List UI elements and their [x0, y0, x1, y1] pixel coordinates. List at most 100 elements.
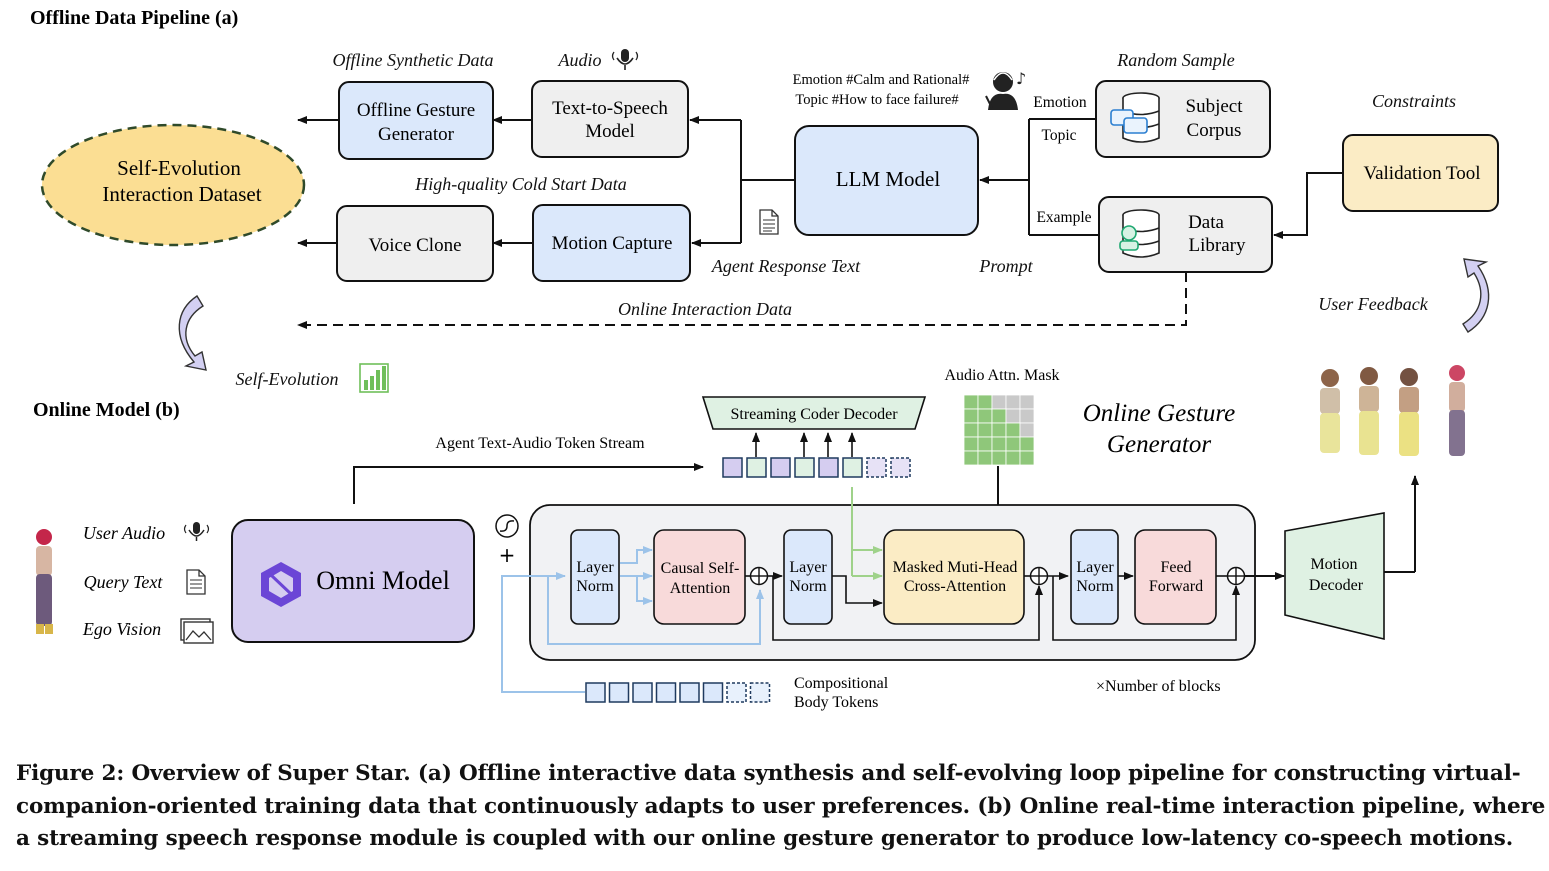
omni-logo-icon: [261, 562, 301, 607]
query-text-label: Query Text: [84, 572, 164, 592]
layer-norm-2-line1: Layer: [789, 559, 827, 576]
caption-line-2: companion-oriented training data that co…: [16, 793, 1546, 819]
agent-response-text-label: Agent Response Text: [711, 256, 861, 276]
validation-tool-box: Validation Tool: [1342, 134, 1499, 212]
mask-cell: [977, 436, 993, 452]
figure-caption: Figure 2: Overview of Super Star. (a) Of…: [16, 758, 1546, 856]
omni-model-text: Omni Model: [316, 566, 450, 595]
example-label: Example: [1036, 209, 1091, 226]
motion-capture-box: Motion Capture: [532, 204, 691, 282]
masked-cross-attention-line2: Cross-Attention: [904, 578, 1006, 595]
database-chat-icon: [1110, 92, 1160, 143]
llm-model-text: LLM Model: [836, 167, 941, 191]
stream-token: [722, 457, 743, 478]
mask-cell: [963, 450, 979, 466]
offline-synthetic-data-label: Offline Synthetic Data: [333, 50, 494, 70]
mask-cell: [1019, 422, 1035, 438]
data-library-line2: Library: [1189, 235, 1246, 256]
llm-model-box: LLM Model: [794, 125, 979, 236]
svg-text:+: +: [499, 543, 516, 567]
mask-cell: [963, 436, 979, 452]
mask-cell: [991, 450, 1007, 466]
arrow-validation-to-library: [1273, 172, 1343, 239]
compositional-body-tokens: [585, 682, 771, 703]
mask-cell: [1005, 408, 1021, 424]
mask-cell: [991, 394, 1007, 410]
mask-cell: [963, 394, 979, 410]
motion-capture-text: Motion Capture: [552, 233, 673, 254]
mask-cell: [977, 394, 993, 410]
data-library-line1: Data: [1188, 212, 1224, 233]
audio-attn-mask-grid: [963, 394, 1035, 466]
layer-norm-3-line1: Layer: [1076, 559, 1114, 576]
subject-corpus-line2: Corpus: [1187, 120, 1242, 141]
masked-cross-attention-line1: Masked Muti-Head: [893, 559, 1018, 576]
user-avatar-image: [36, 529, 53, 634]
prompt-label: Prompt: [978, 256, 1033, 276]
audio-label: Audio: [558, 50, 602, 70]
interaction-dataset-ellipse: Self-Evolution Interaction Dataset: [40, 123, 306, 247]
masked-cross-attention-box: Masked Muti-Head Cross-Attention: [883, 529, 1025, 625]
stream-token: [794, 457, 815, 478]
layer-norm-1-line1: Layer: [576, 559, 614, 576]
mask-cell: [977, 422, 993, 438]
high-quality-label: High-quality Cold Start Data: [414, 174, 627, 194]
mask-cell: [1005, 394, 1021, 410]
online-gesture-generator-line2: Generator: [1107, 431, 1211, 458]
streaming-decoder-text: Streaming Coder Decoder: [730, 406, 898, 423]
document-icon: [759, 209, 779, 235]
tts-model-line2: Model: [585, 121, 635, 142]
caption-line-3: a streaming speech response module is co…: [16, 826, 1514, 851]
causal-attention-line1: Causal Self-: [661, 560, 740, 577]
user-feedback-curved-arrow: [1462, 258, 1490, 333]
mask-cell: [977, 408, 993, 424]
online-gesture-generator-line1: Online Gesture: [1083, 400, 1236, 427]
audio-attn-mask-label: Audio Attn. Mask: [944, 367, 1059, 384]
stream-token: [818, 457, 839, 478]
mask-cell: [991, 436, 1007, 452]
causal-attention-line2: Attention: [670, 580, 730, 597]
layer-norm-3: Layer Norm: [1070, 529, 1119, 625]
online-section-title: Online Model (b): [33, 399, 180, 421]
feed-forward-box: Feed Forward: [1134, 529, 1217, 625]
compositional-tokens-line2: Body Tokens: [794, 694, 878, 711]
stream-token: [746, 457, 767, 478]
stream-token: [842, 457, 863, 478]
voice-clone-text: Voice Clone: [368, 235, 461, 256]
online-interaction-data-label: Online Interaction Data: [618, 299, 792, 319]
residual-add-2-icon: [1029, 566, 1049, 586]
offline-gesture-generator-line2: Generator: [378, 124, 455, 145]
stream-token: [866, 457, 887, 478]
constraints-label: Constraints: [1372, 91, 1456, 111]
svg-text:♪: ♪: [1016, 69, 1026, 88]
microphone-icon: [611, 49, 639, 70]
stream-token: [890, 457, 911, 478]
user-feedback-label: User Feedback: [1318, 294, 1428, 314]
feed-forward-line1: Feed: [1160, 559, 1191, 576]
mask-cell: [963, 422, 979, 438]
mask-cell: [1019, 436, 1035, 452]
body-token: [702, 682, 724, 703]
user-audio-icon: [183, 522, 210, 541]
mask-cell: [963, 408, 979, 424]
dataset-line2: Interaction Dataset: [102, 182, 261, 206]
ego-vision-label: Ego Vision: [82, 619, 161, 639]
token-stream: [722, 457, 911, 478]
layer-norm-3-line2: Norm: [1076, 578, 1114, 595]
number-of-blocks-label: ×Number of blocks: [1096, 678, 1221, 695]
user-audio-label: User Audio: [83, 523, 165, 543]
residual-add-3-icon: [1226, 566, 1246, 586]
offline-gesture-generator-line1: Offline Gesture: [357, 100, 475, 121]
stream-token: [770, 457, 791, 478]
emotion-tag: Emotion #Calm and Rational#: [793, 72, 970, 88]
motion-decoder-line1: Motion: [1310, 556, 1357, 573]
layer-norm-2-line2: Norm: [789, 578, 827, 595]
streaming-decoder-box: Streaming Coder Decoder: [701, 396, 927, 430]
mask-cell: [1005, 436, 1021, 452]
motion-decoder-line2: Decoder: [1309, 577, 1364, 594]
layer-norm-2: Layer Norm: [783, 529, 833, 625]
emotion-label: Emotion: [1033, 94, 1087, 111]
body-token: [632, 682, 653, 703]
avatar-group-image: [1320, 365, 1465, 456]
token-stream-label: Agent Text-Audio Token Stream: [435, 435, 645, 452]
